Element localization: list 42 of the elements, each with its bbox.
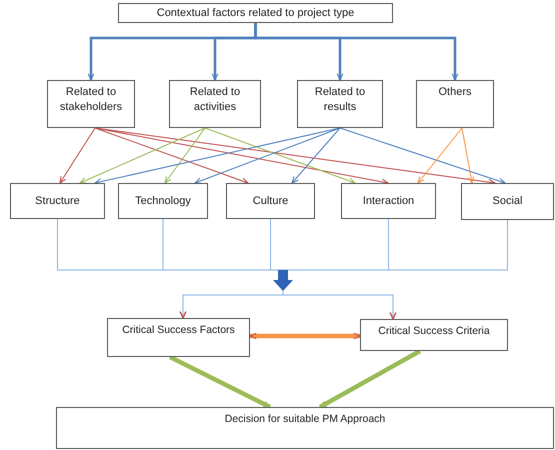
process-box (118, 3, 393, 23)
arrow (254, 23, 458, 81)
arrow (462, 128, 474, 184)
box-label: Decision for suitable PM Approach (224, 412, 386, 426)
box-label: Others (438, 85, 472, 100)
box-label: Critical Success Factors (122, 323, 235, 338)
box-label: Critical Success Criteria (378, 324, 490, 338)
arrow (164, 128, 206, 184)
box-label: Culture (252, 194, 288, 208)
box-label: Related to results (314, 85, 366, 115)
arrow (291, 128, 340, 184)
box-label: Structure (35, 194, 80, 208)
process-box (360, 319, 508, 351)
process-box (56, 407, 554, 449)
process-box (118, 183, 208, 219)
process-box (341, 183, 436, 219)
process-box (169, 80, 261, 128)
process-box (47, 80, 135, 128)
process-box (416, 80, 494, 128)
process-box (461, 183, 554, 220)
box-label: Interaction (362, 194, 414, 208)
arrow (204, 128, 356, 184)
arrow (94, 128, 389, 186)
process-box (226, 183, 315, 219)
arrow (194, 128, 340, 184)
process-box (10, 183, 105, 219)
box-label: Technology (135, 194, 191, 208)
arrow (417, 128, 462, 184)
box-label: Related to activities (188, 85, 242, 115)
process-box (107, 318, 250, 357)
arrow (340, 128, 506, 184)
box-label: Social (492, 194, 522, 209)
arrow (249, 332, 361, 340)
arrow (94, 128, 249, 184)
arrow (169, 354, 271, 410)
process-box (297, 80, 383, 128)
arrow (318, 349, 422, 409)
arrow (79, 128, 206, 184)
box-label: Related to stakeholders (58, 85, 124, 115)
arrow (94, 128, 496, 186)
box-label: Contextual factors related to project type (156, 6, 354, 20)
arrow (59, 128, 96, 184)
